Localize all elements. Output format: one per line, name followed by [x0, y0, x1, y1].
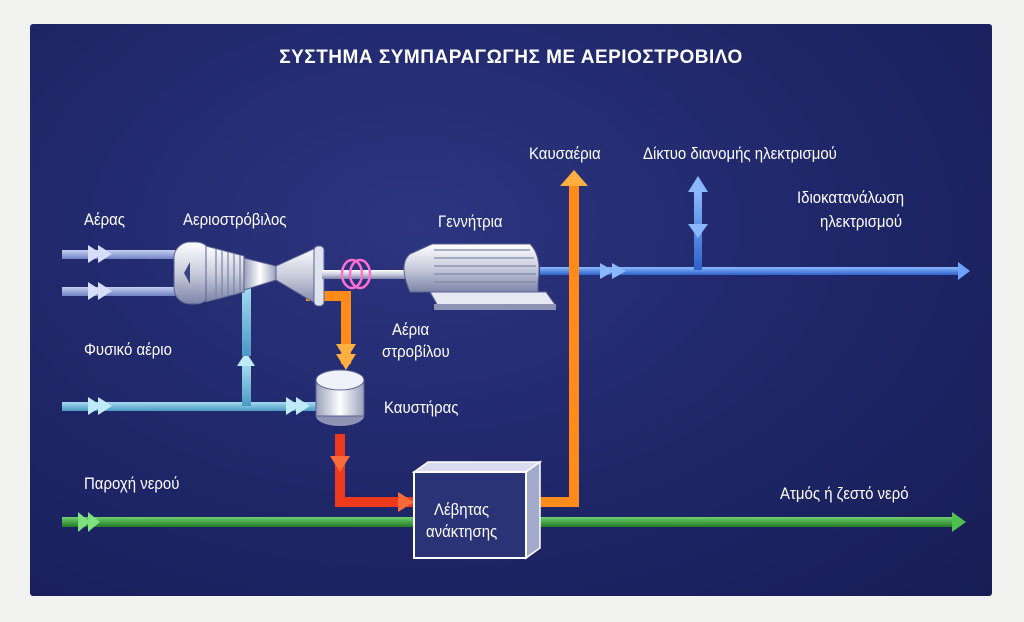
air-intake-lines	[62, 245, 198, 300]
exhaust-flow	[538, 170, 588, 507]
label-turbine-gases-1: Αέρια	[392, 320, 430, 339]
label-generator: Γεννήτρια	[438, 212, 503, 231]
label-boiler-1: Λέβητας	[434, 500, 490, 519]
gas-turbine-icon	[173, 241, 432, 307]
natural-gas-line	[62, 286, 322, 415]
recovery-boiler-icon	[411, 460, 543, 560]
electricity-line	[540, 176, 970, 280]
diagram-panel: ΣΥΣΤΗΜΑ ΣΥΜΠΑΡΑΓΩΓΗΣ ΜΕ ΑΕΡΙΟΣΤΡΟΒΙΛΟ Αέ…	[30, 24, 992, 596]
label-boiler-2: ανάκτησης	[426, 522, 498, 541]
label-exhaust: Καυσαέρια	[529, 144, 601, 163]
label-self-consumption-2: ηλεκτρισμού	[820, 212, 903, 231]
cogeneration-diagram	[62, 170, 970, 560]
turbine-gas-flow	[306, 291, 356, 370]
label-burner: Καυστήρας	[384, 398, 459, 417]
label-turbine-gases-2: στροβίλου	[382, 342, 450, 361]
label-self-consumption-1: Ιδιοκατανάλωση	[797, 188, 905, 207]
label-steam-hot-water: Ατμός ή ζεστό νερό	[780, 484, 909, 503]
generator-icon	[403, 243, 557, 310]
burner-to-boiler-flow	[330, 434, 428, 512]
label-gas-turbine: Αεριοστρόβιλος	[183, 210, 287, 229]
label-grid: Δίκτυο διανομής ηλεκτρισμού	[643, 144, 837, 163]
label-air: Αέρας	[84, 210, 126, 229]
burner-icon	[315, 369, 365, 426]
label-natural-gas: Φυσικό αέριο	[84, 340, 172, 359]
diagram-title: ΣΥΣΤΗΜΑ ΣΥΜΠΑΡΑΓΩΓΗΣ ΜΕ ΑΕΡΙΟΣΤΡΟΒΙΛΟ	[279, 47, 743, 68]
label-water-supply: Παροχή νερού	[84, 474, 180, 493]
